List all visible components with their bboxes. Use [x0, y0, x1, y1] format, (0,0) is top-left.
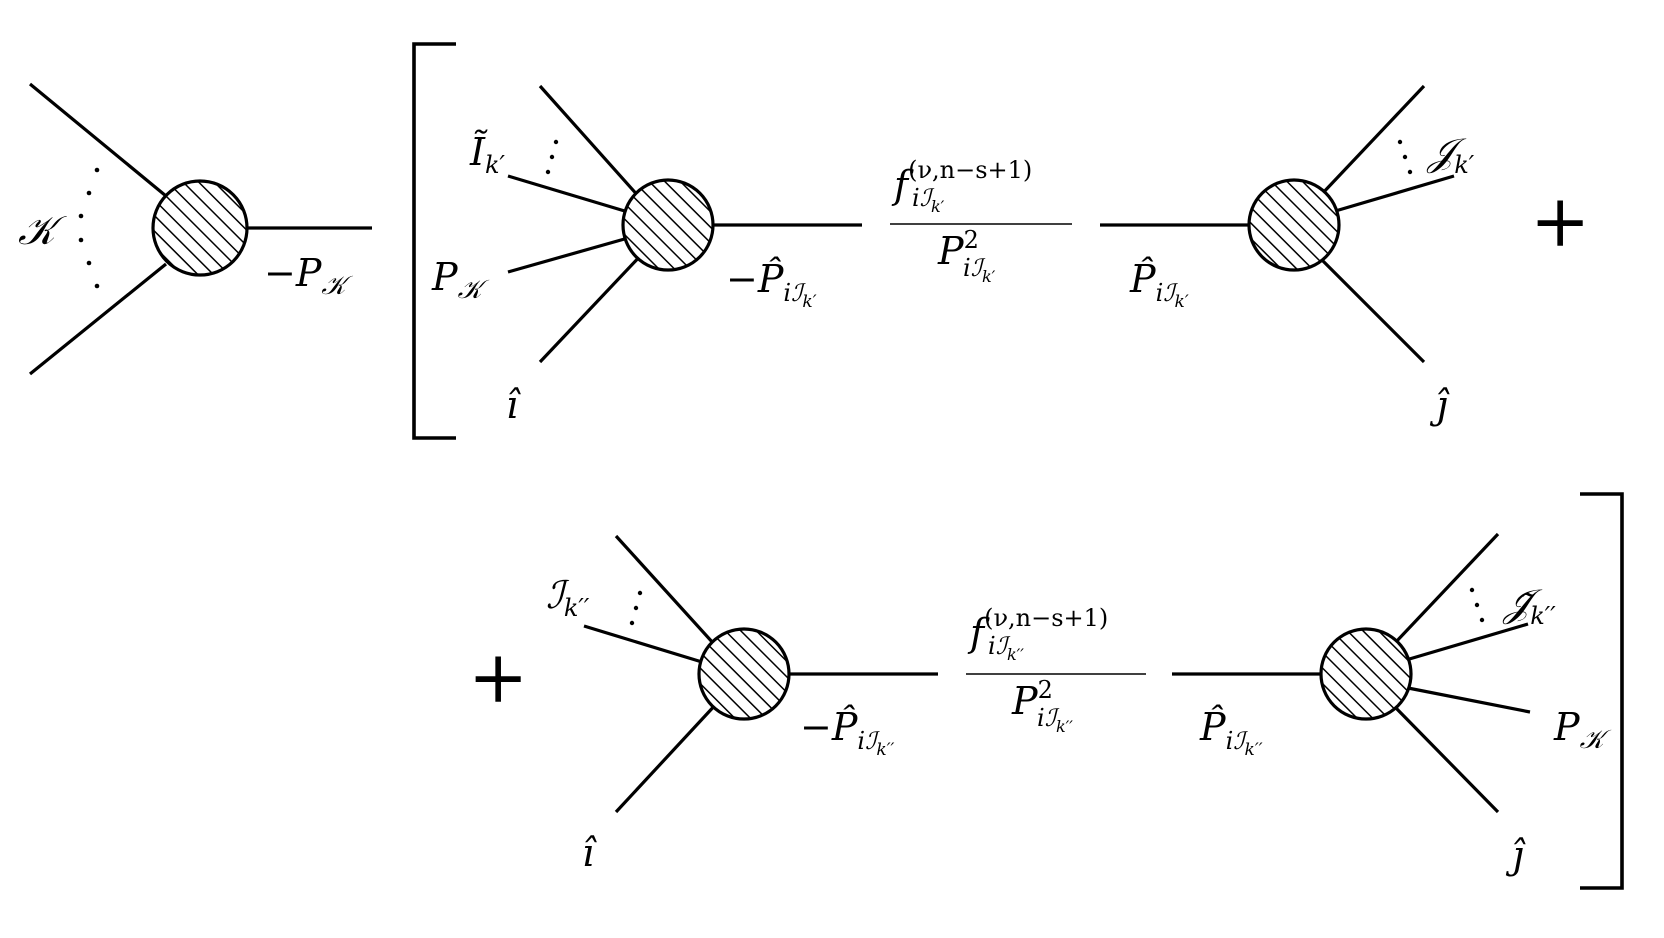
term1-left-vertex: Ĩk′ P𝒦 î −P̂iℐk′	[431, 84, 862, 427]
fraction-denominator-sub: iℐk′′	[1037, 704, 1073, 736]
left-square-bracket	[412, 42, 456, 440]
leg-PK	[1407, 686, 1531, 714]
fraction-denominator: P2	[1011, 676, 1053, 723]
leg-i-hat	[538, 250, 646, 364]
term2-right-vertex: P̂iℐk′′ 𝒥̃k′′ P𝒦 ĵ	[1172, 532, 1612, 877]
ellipsis-dots	[629, 590, 643, 626]
plus-sign-top: +	[1530, 179, 1590, 263]
leg-upper	[538, 84, 642, 200]
fraction-numerator-sub: iℐk′′	[988, 632, 1024, 664]
leg-i-hat	[614, 700, 720, 814]
J-tilde-kdoubleprime-label: 𝒥̃k′′	[1502, 581, 1556, 630]
external-leg-top	[28, 82, 168, 198]
J-kprime-label: 𝒥k′	[1426, 130, 1475, 179]
leg-PK	[507, 236, 629, 274]
fraction-denominator: P2	[937, 226, 979, 273]
set-K-label: 𝒦	[18, 208, 67, 254]
leg-I-tilde	[507, 174, 629, 214]
minus-Phat-label: −P̂iℐk′′	[800, 705, 895, 760]
I-tilde-kprime-label: Ĩk′	[469, 130, 506, 179]
fraction-numerator: f(ν,n−s+1)	[967, 604, 1108, 655]
Phat-label: P̂iℐk′′	[1199, 705, 1263, 760]
i-hat-label: î	[506, 383, 521, 427]
plus-sign-bottom: +	[468, 635, 528, 719]
leg-J	[1331, 174, 1455, 214]
hatched-vertex-blob	[1247, 178, 1341, 272]
I-kdoubleprime-label: ℐk′′	[546, 573, 590, 622]
ellipsis-dots	[1397, 139, 1413, 175]
external-leg-bottom	[28, 262, 168, 376]
term2-propagator-fraction: f(ν,n−s+1) iℐk′′ P2 iℐk′′	[966, 604, 1146, 736]
leg-upper	[614, 534, 716, 646]
leg-upper	[1392, 532, 1500, 646]
PK-label: P𝒦	[431, 255, 490, 305]
leg-j-hat	[1390, 702, 1500, 814]
leg-upper	[1318, 84, 1426, 198]
fraction-denominator-sub: iℐk′	[963, 254, 996, 286]
i-hat-label: î	[582, 831, 597, 875]
minus-Phat-label: −P̂iℐk′	[726, 257, 817, 312]
ellipsis-dots	[1469, 587, 1485, 623]
right-square-bracket	[1580, 492, 1624, 890]
fraction-numerator-sub: iℐk′	[912, 184, 945, 216]
leg-j-hat	[1316, 254, 1426, 364]
term2-left-vertex: ℐk′′ î −P̂iℐk′′	[546, 534, 938, 875]
left-standalone-vertex: 𝒦 −P𝒦	[18, 82, 372, 376]
leg-I	[583, 624, 703, 664]
hatched-vertex-blob	[151, 179, 249, 277]
leg-J-tilde	[1405, 622, 1529, 662]
hatched-vertex-blob	[621, 178, 715, 272]
term1-right-vertex: P̂iℐk′ 𝒥k′ ĵ	[1100, 84, 1475, 427]
term1-propagator-fraction: f(ν,n−s+1) iℐk′ P2 iℐk′	[890, 156, 1072, 286]
ellipsis-dots	[545, 139, 559, 175]
hatched-vertex-blob	[1319, 627, 1413, 721]
Phat-label: P̂iℐk′	[1129, 257, 1189, 312]
hatched-vertex-blob	[697, 627, 791, 721]
j-hat-label: ĵ	[1505, 833, 1526, 877]
PK-label: P𝒦	[1553, 705, 1612, 755]
minus-PK-label: −P𝒦	[264, 251, 353, 301]
j-hat-label: ĵ	[1429, 383, 1450, 427]
ellipsis-dots	[78, 167, 100, 289]
